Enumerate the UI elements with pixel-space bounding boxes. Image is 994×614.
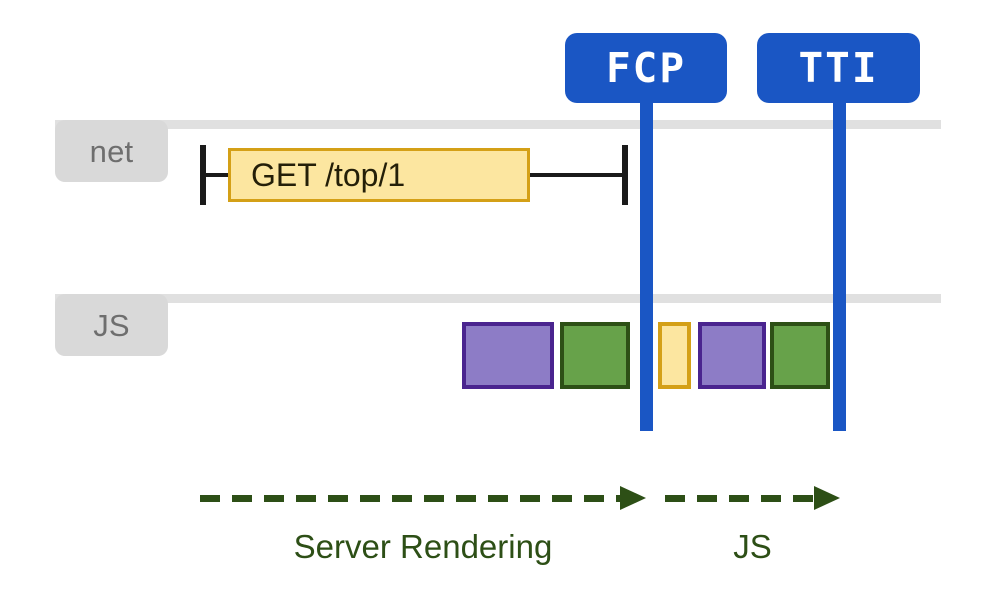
- arrow-head-icon: [814, 486, 840, 510]
- marker-badge-fcp-label: FCP: [605, 44, 687, 92]
- request-whisker-cap-start: [200, 145, 206, 205]
- js-task-block-4: [698, 322, 766, 389]
- row-label-js: JS: [55, 294, 168, 356]
- request-box: GET /top/1: [228, 148, 530, 202]
- arrow-head-icon: [620, 486, 646, 510]
- phase-arrow-shaft: [200, 495, 620, 502]
- js-task-block-2: [560, 322, 630, 389]
- marker-badge-tti-label: TTI: [798, 44, 879, 92]
- row-label-net: net: [55, 120, 168, 182]
- marker-line-fcp: [640, 95, 653, 431]
- phase-arrow-shaft: [665, 495, 815, 502]
- js-task-block-3: [658, 322, 691, 389]
- phase-arrow-js: [665, 486, 840, 510]
- row-label-js-text: JS: [93, 307, 130, 343]
- phase-arrow-server-rendering: [200, 486, 646, 510]
- marker-line-tti: [833, 95, 846, 431]
- request-label: GET /top/1: [251, 156, 406, 193]
- row-label-net-text: net: [89, 133, 134, 169]
- marker-badge-tti[interactable]: TTI: [757, 33, 920, 103]
- network-request-bar: GET /top/1: [200, 145, 628, 205]
- timeline-track-net: [55, 120, 941, 129]
- js-task-block-5: [770, 322, 830, 389]
- request-whisker-cap-end: [622, 145, 628, 205]
- timeline-track-js: [55, 294, 941, 303]
- phase-caption-server-rendering: Server Rendering: [293, 528, 553, 565]
- phase-caption-js: JS: [733, 528, 772, 565]
- js-task-block-1: [462, 322, 554, 389]
- marker-badge-fcp[interactable]: FCP: [565, 33, 727, 103]
